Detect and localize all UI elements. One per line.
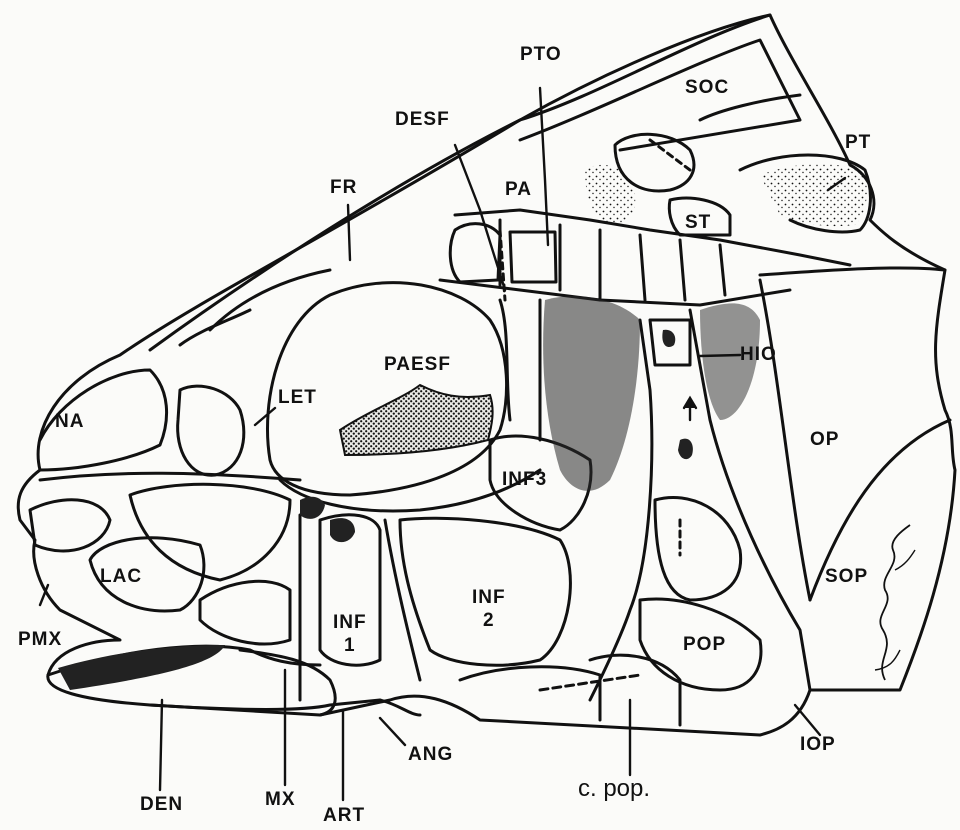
artist-signature — [855, 520, 925, 690]
leader-den — [160, 700, 162, 790]
label-art: ART — [323, 806, 365, 825]
label-ang: ANG — [408, 745, 453, 764]
leader-desf — [455, 145, 505, 290]
label-pa: PA — [505, 180, 532, 199]
label-pt: PT — [845, 133, 871, 152]
label-soc: SOC — [685, 78, 729, 97]
label-na: NA — [55, 412, 84, 431]
hyomandibular-dark — [543, 296, 640, 491]
leader-fr — [348, 205, 350, 260]
pt-stipple — [760, 164, 867, 226]
label-c-pop: c. pop. — [578, 777, 650, 801]
label-inf2: INF 2 — [472, 587, 506, 633]
label-inf1: INF 1 — [333, 612, 367, 658]
label-pmx: PMX — [18, 630, 62, 649]
label-inf2-number: 2 — [472, 610, 506, 633]
leader-hio — [700, 355, 740, 356]
leader-iop — [795, 705, 820, 735]
label-lac: LAC — [100, 567, 142, 586]
label-desf: DESF — [395, 110, 450, 129]
label-den: DEN — [140, 795, 183, 814]
label-iop: IOP — [800, 735, 836, 754]
label-op: OP — [810, 430, 839, 449]
label-pop: POP — [683, 635, 726, 654]
label-mx: MX — [265, 790, 296, 809]
label-inf2-text: INF — [472, 587, 506, 610]
label-fr: FR — [330, 178, 357, 197]
leader-let — [255, 408, 275, 425]
label-pto: PTO — [520, 45, 562, 64]
label-hio: HIO — [740, 345, 777, 364]
label-let: LET — [278, 388, 317, 407]
label-paesf: PAESF — [384, 355, 451, 374]
paesf-stipple — [340, 385, 493, 455]
label-inf3: INF3 — [502, 470, 547, 489]
label-st: ST — [685, 213, 711, 232]
label-inf1-number: 1 — [333, 635, 367, 658]
leader-ang — [380, 718, 405, 745]
label-inf1-text: INF — [333, 612, 367, 635]
